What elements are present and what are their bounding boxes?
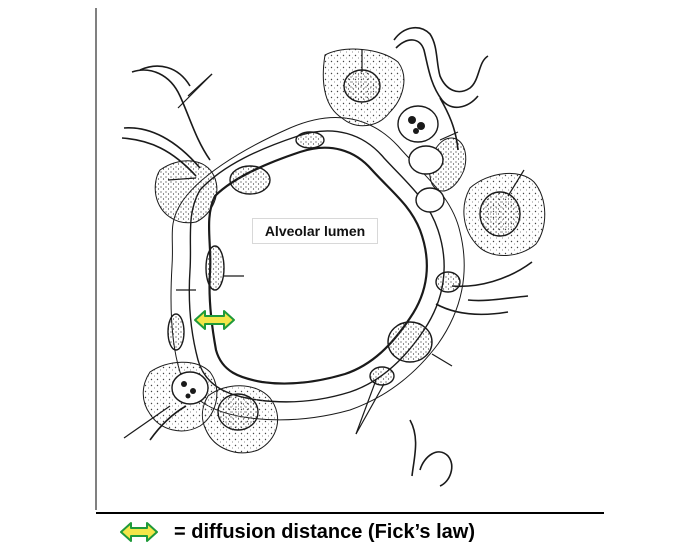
septal-branches <box>121 27 533 487</box>
neutrophil-lobes <box>181 116 425 399</box>
legend-text: = diffusion distance (Fick’s law) <box>174 520 475 543</box>
legend: = diffusion distance (Fick’s law) <box>118 518 475 546</box>
footer-divider <box>96 512 604 514</box>
alveolar-lumen-label: Alveolar lumen <box>252 218 378 244</box>
diffusion-arrow-icon <box>194 310 235 330</box>
cell-nuclei <box>167 69 521 431</box>
legend-arrow-icon <box>120 522 158 542</box>
leader-lines <box>123 50 525 439</box>
